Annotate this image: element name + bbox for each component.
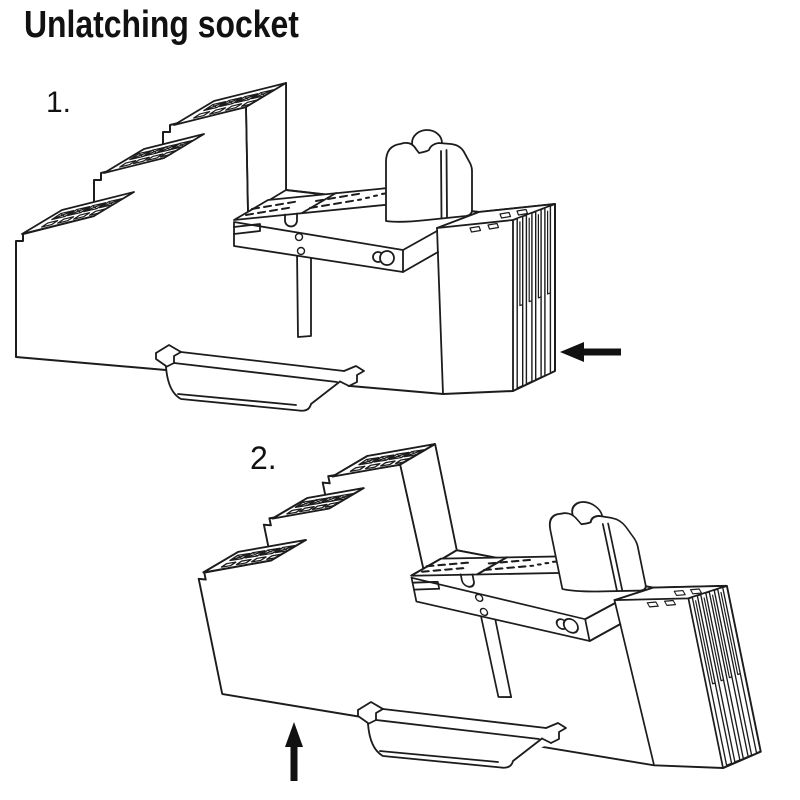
arrow-up-icon: [285, 722, 303, 781]
figure-step1: 1.: [15, 82, 621, 413]
socket-step1: [15, 82, 556, 395]
arrow-left-icon: [560, 342, 621, 362]
step-2-label: 2.: [250, 440, 277, 476]
figure-step2: 2.: [165, 421, 767, 781]
page-title: Unlatching socket: [24, 4, 299, 46]
step-1-label: 1.: [46, 86, 71, 119]
